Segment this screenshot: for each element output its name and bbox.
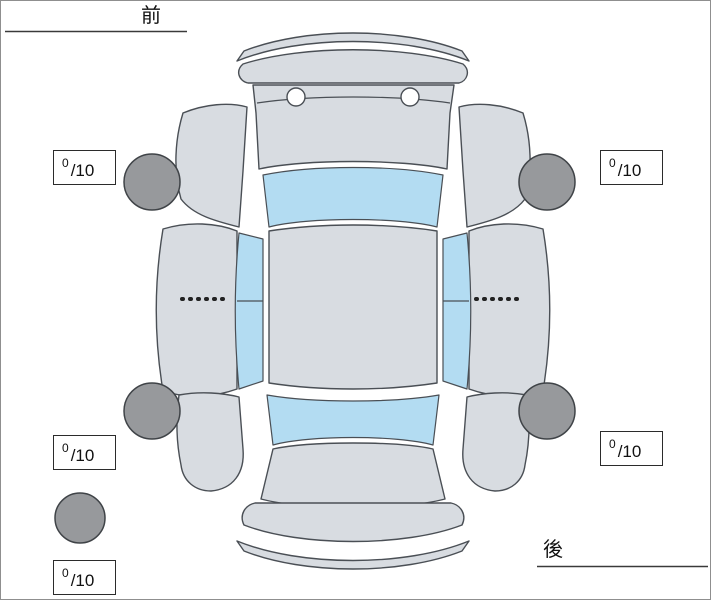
washer-nozzle-left <box>286 87 306 107</box>
score-value: 0 <box>62 440 69 455</box>
hood <box>252 84 455 170</box>
hood-crease-line <box>256 96 451 104</box>
front-bumper <box>238 49 469 84</box>
wheel-rear-right <box>518 382 576 440</box>
rear-fender-left <box>176 392 244 492</box>
front-label: 前 <box>141 5 161 27</box>
rear-label: 後 <box>543 539 563 561</box>
wheel-front-left <box>123 153 181 211</box>
side-panel-left <box>155 223 238 397</box>
side-panel-right <box>468 223 551 397</box>
trunk <box>260 442 446 509</box>
wheel-front-right <box>518 153 576 211</box>
side-window-left <box>234 232 264 390</box>
wheels <box>54 153 576 544</box>
car-body-panels <box>155 32 551 570</box>
front-fender-left <box>175 103 248 228</box>
windshield <box>262 166 444 228</box>
score-max: /10 <box>617 442 642 461</box>
score-max: /10 <box>70 571 95 590</box>
score-max: /10 <box>617 161 642 180</box>
rear-bumper <box>241 502 465 543</box>
front-fender-right <box>458 103 531 228</box>
wheel-rear-left <box>123 382 181 440</box>
extra-circle-marker <box>54 492 106 544</box>
side-window-right <box>442 232 472 390</box>
score-value: 0 <box>609 436 616 451</box>
rear-window <box>266 394 440 446</box>
rear-fender-right <box>462 392 530 492</box>
score-box-bottom-left-extra: 0 /10 <box>53 560 116 595</box>
front-top-arc <box>236 32 470 62</box>
score-max: /10 <box>70 446 95 465</box>
score-box-front-left: 0 /10 <box>53 150 116 185</box>
score-value: 0 <box>62 155 69 170</box>
score-box-front-right: 0 /10 <box>600 150 663 185</box>
score-max: /10 <box>70 161 95 180</box>
washer-nozzle-right <box>400 87 420 107</box>
rear-bottom-arc <box>236 540 470 570</box>
score-box-rear-right: 0 /10 <box>600 431 663 466</box>
score-value: 0 <box>609 155 616 170</box>
score-value: 0 <box>62 565 69 580</box>
roof <box>268 224 438 390</box>
car-glass <box>234 166 472 446</box>
score-box-rear-left: 0 /10 <box>53 435 116 470</box>
